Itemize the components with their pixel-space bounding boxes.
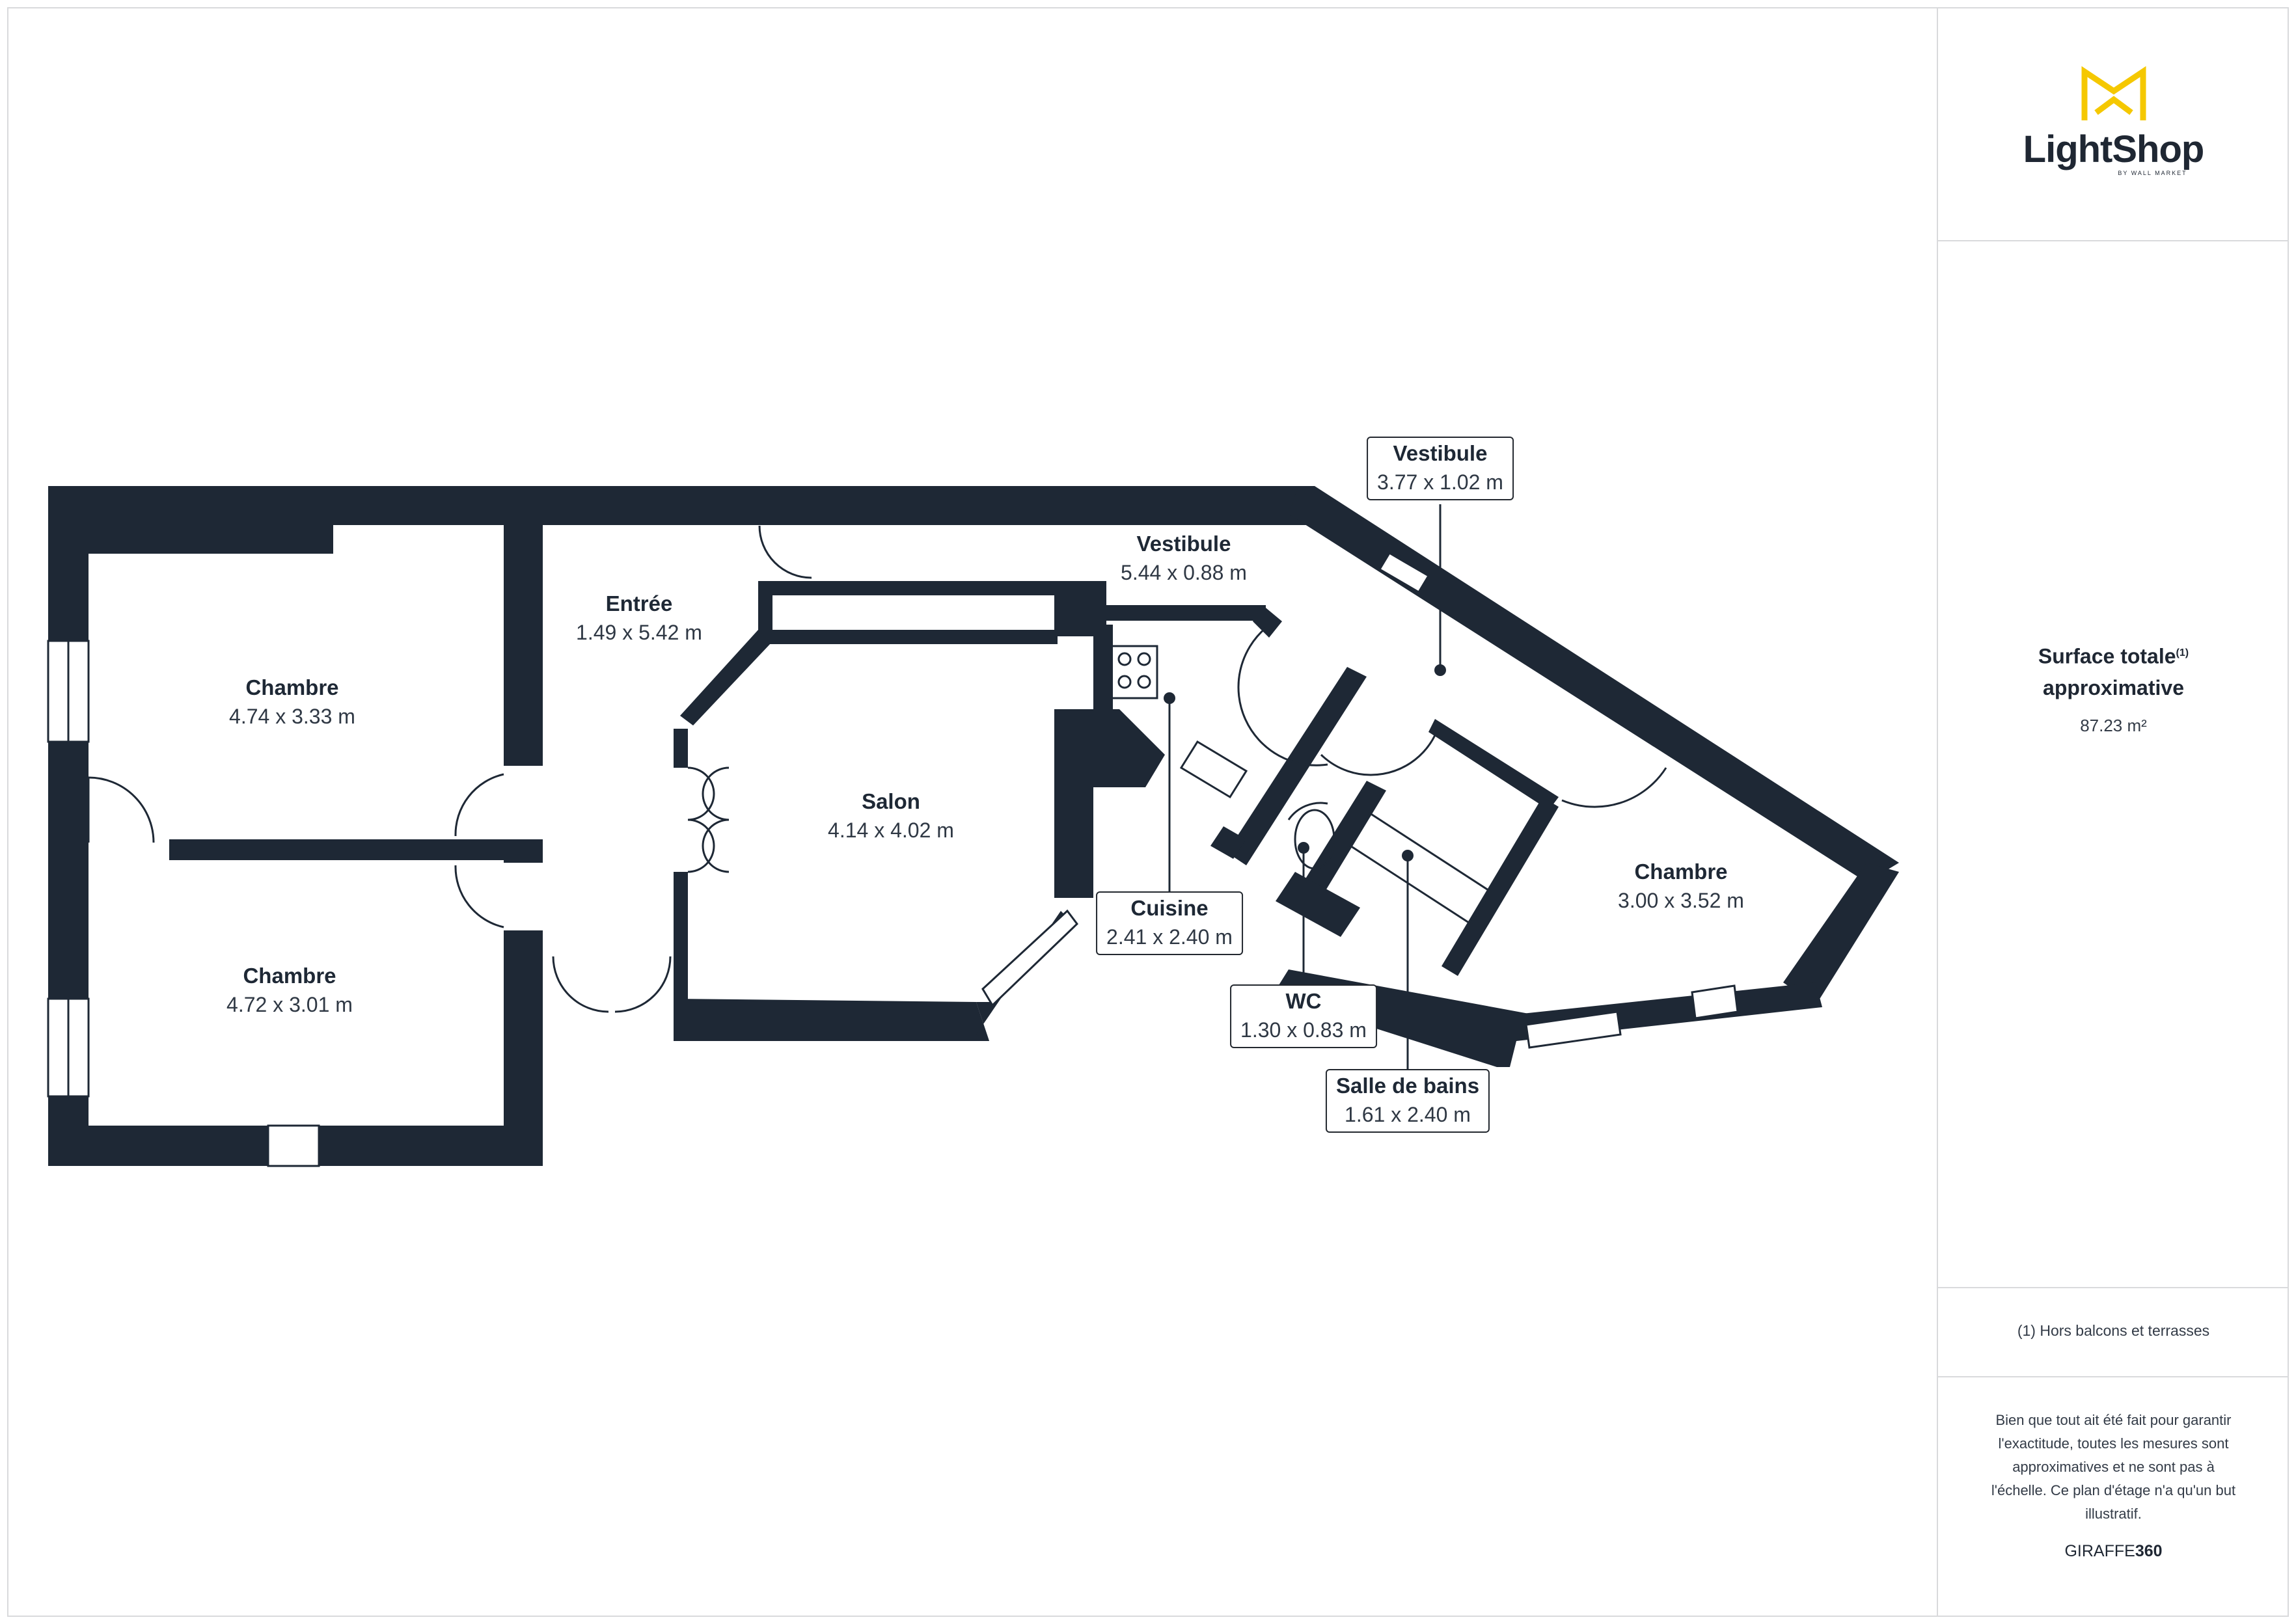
room-dims: 2.41 x 2.40 m: [1106, 925, 1233, 949]
room-label-chambre-2: Chambre 4.72 x 3.01 m: [226, 962, 353, 1019]
room-name: Chambre: [1634, 859, 1728, 884]
room-dims: 1.49 x 5.42 m: [576, 621, 702, 644]
surface-title-line2: approximative: [2043, 675, 2184, 699]
room-dims: 4.14 x 4.02 m: [828, 819, 954, 842]
room-label-vestibule-2: Vestibule 3.77 x 1.02 m: [1367, 437, 1514, 500]
room-name: Entrée: [605, 591, 673, 616]
room-name: Chambre: [243, 964, 336, 988]
surface-title-footnote: (1): [2176, 647, 2189, 658]
room-label-salon: Salon 4.14 x 4.02 m: [828, 787, 954, 845]
surface-title: Surface totale(1): [1938, 638, 2289, 672]
room-dims: 4.74 x 3.33 m: [229, 705, 355, 728]
brand-tagline: BY WALL MARKET: [2118, 170, 2187, 176]
room-label-entree: Entrée 1.49 x 5.42 m: [576, 589, 702, 647]
disclaimer-block: Bien que tout ait été fait pour garantir…: [1938, 1409, 2289, 1562]
panel-divider-logo: [1938, 240, 2289, 241]
fixtures: [767, 586, 1492, 926]
walls: [48, 486, 1899, 1166]
room-label-chambre-3: Chambre 3.00 x 3.52 m: [1618, 858, 1744, 915]
doors: [87, 525, 1667, 1013]
room-name: Salle de bains: [1335, 1074, 1480, 1098]
windows: [47, 551, 1739, 1167]
room-label-cuisine: Cuisine 2.41 x 2.40 m: [1096, 891, 1243, 955]
disclaimer: Bien que tout ait été fait pour garantir…: [1991, 1412, 2236, 1522]
leader-lines: [1168, 504, 1442, 1070]
room-dims: 1.61 x 2.40 m: [1345, 1103, 1471, 1126]
leader-dots: [1164, 664, 1446, 861]
panel-divider: [1937, 7, 1938, 1617]
room-dims: 3.77 x 1.02 m: [1377, 470, 1503, 494]
footnote-block: (1) Hors balcons et terrasses: [1938, 1320, 2289, 1342]
room-name: WC: [1285, 989, 1322, 1013]
room-label-salle-de-bains: Salle de bains 1.61 x 2.40 m: [1325, 1069, 1490, 1133]
giraffe360-brand: GIRAFFE360: [1938, 1540, 2289, 1562]
room-name: Chambre: [245, 675, 339, 699]
page-frame: [7, 7, 2289, 1617]
room-label-chambre-1: Chambre 4.74 x 3.33 m: [229, 673, 355, 731]
panel-divider-footnote: [1938, 1376, 2289, 1377]
room-dims: 3.00 x 3.52 m: [1618, 889, 1744, 912]
room-label-wc: WC 1.30 x 0.83 m: [1230, 984, 1377, 1048]
lightshop-logo-icon: [2081, 66, 2146, 120]
surface-value: 87.23 m²: [2080, 715, 2147, 735]
room-label-vestibule-1: Vestibule 5.44 x 0.88 m: [1121, 530, 1247, 587]
brand-suffix: 360: [2135, 1542, 2163, 1560]
surface-title-line1: Surface totale: [2038, 644, 2176, 668]
brand-prefix: GIRAFFE: [2064, 1542, 2135, 1560]
logo-block: LightShop BY WALL MARKET: [1938, 62, 2289, 177]
brand-name: LightShop: [2023, 128, 2205, 170]
room-name: Cuisine: [1130, 896, 1209, 920]
panel-divider-surface: [1938, 1287, 2289, 1288]
footnote: (1) Hors balcons et terrasses: [2017, 1322, 2210, 1339]
room-name: Salon: [862, 789, 920, 813]
room-dims: 4.72 x 3.01 m: [226, 993, 353, 1016]
room-name: Vestibule: [1136, 532, 1231, 556]
surface-block: Surface totale(1) approximative 87.23 m²: [1938, 638, 2289, 738]
room-dims: 5.44 x 0.88 m: [1121, 561, 1247, 584]
room-name: Vestibule: [1393, 441, 1488, 465]
room-dims: 1.30 x 0.83 m: [1240, 1018, 1367, 1042]
